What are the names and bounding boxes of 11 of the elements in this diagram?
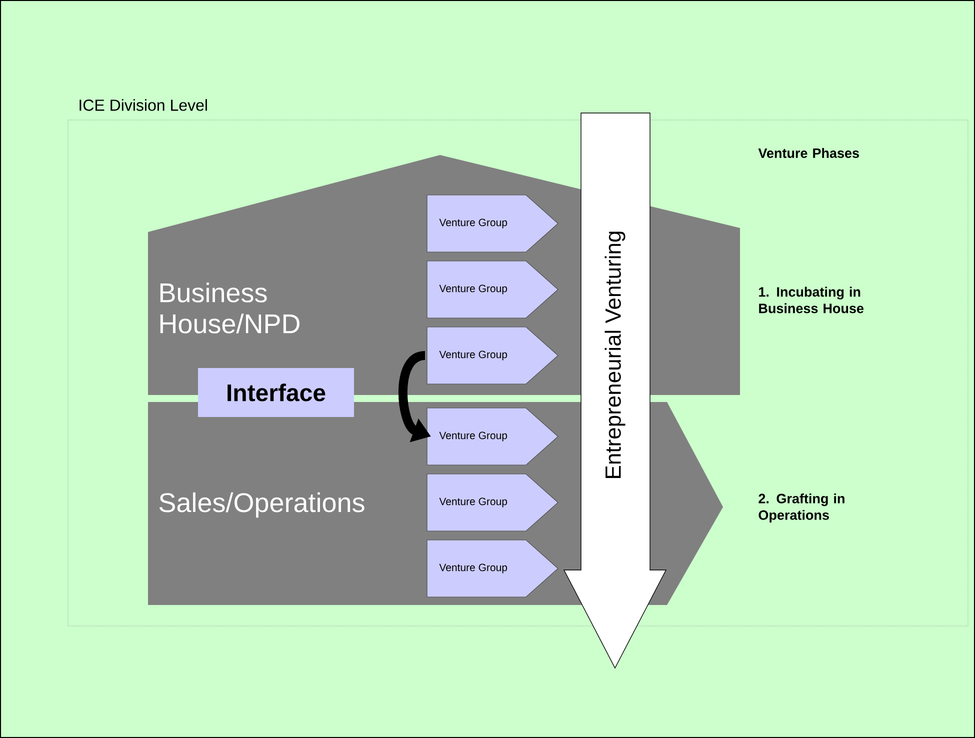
venture-group-tag: Venture Group: [426, 408, 558, 466]
venture-group-tag: Venture Group: [426, 474, 558, 532]
phase-text: 2. Grafting in Operations: [758, 493, 844, 523]
venture-group-tag: Venture Group: [426, 540, 558, 598]
venture-group-tag: Venture Group: [426, 326, 558, 384]
venture-group-tag: Venture Group: [426, 194, 558, 252]
venture-group-tag: Venture Group: [426, 260, 558, 318]
node-label: ICE Division Level: [80, 99, 207, 111]
label-box: Interface: [198, 368, 354, 417]
phase-text: Venture Phases: [758, 148, 859, 158]
phase-text: 1. Incubating in Business House: [759, 286, 864, 314]
